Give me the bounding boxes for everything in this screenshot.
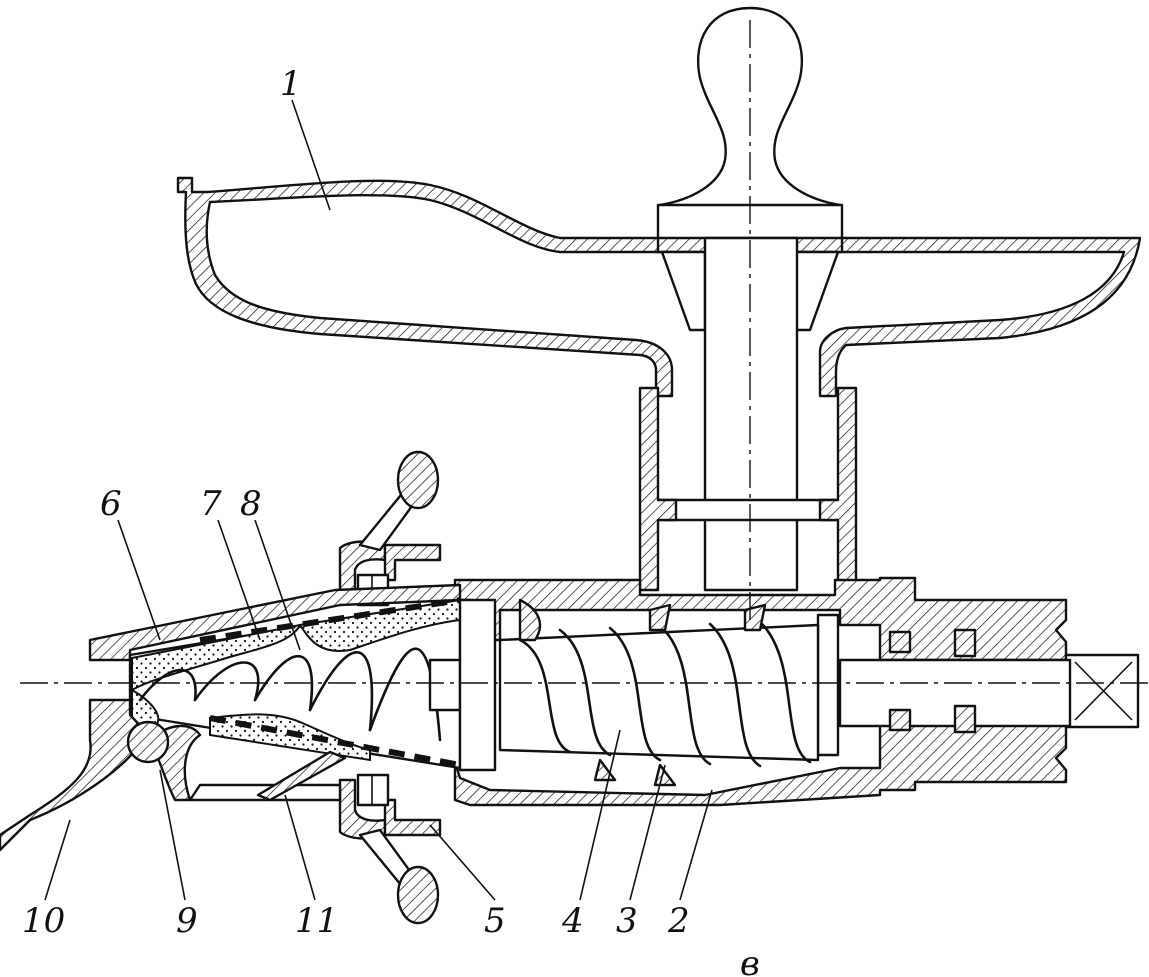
- label-2: 2: [667, 901, 690, 941]
- label-4: 4: [561, 901, 584, 941]
- strainer-assembly: [88, 583, 497, 772]
- label-1: 1: [280, 64, 302, 104]
- hopper-tray: [176, 176, 1142, 398]
- leader-lines: [44, 99, 713, 901]
- label-9: 9: [176, 901, 198, 941]
- outlet-assembly: [0, 698, 347, 852]
- label-11: 11: [295, 901, 338, 941]
- auger-4: [498, 598, 820, 787]
- label-5: 5: [484, 901, 506, 941]
- label-8: 8: [240, 484, 262, 524]
- label-7: 7: [200, 484, 222, 524]
- figure-caption: в: [740, 944, 760, 977]
- part-labels: 1 2 3 4 5 6 7 8 9 10 11 в: [22, 64, 760, 977]
- label-6: 6: [100, 484, 122, 524]
- feed-tube-housing: [638, 386, 858, 592]
- drive-shaft: [816, 613, 1072, 757]
- body-2: [453, 576, 1140, 807]
- label-10: 10: [22, 901, 65, 941]
- label-3: 3: [616, 901, 638, 941]
